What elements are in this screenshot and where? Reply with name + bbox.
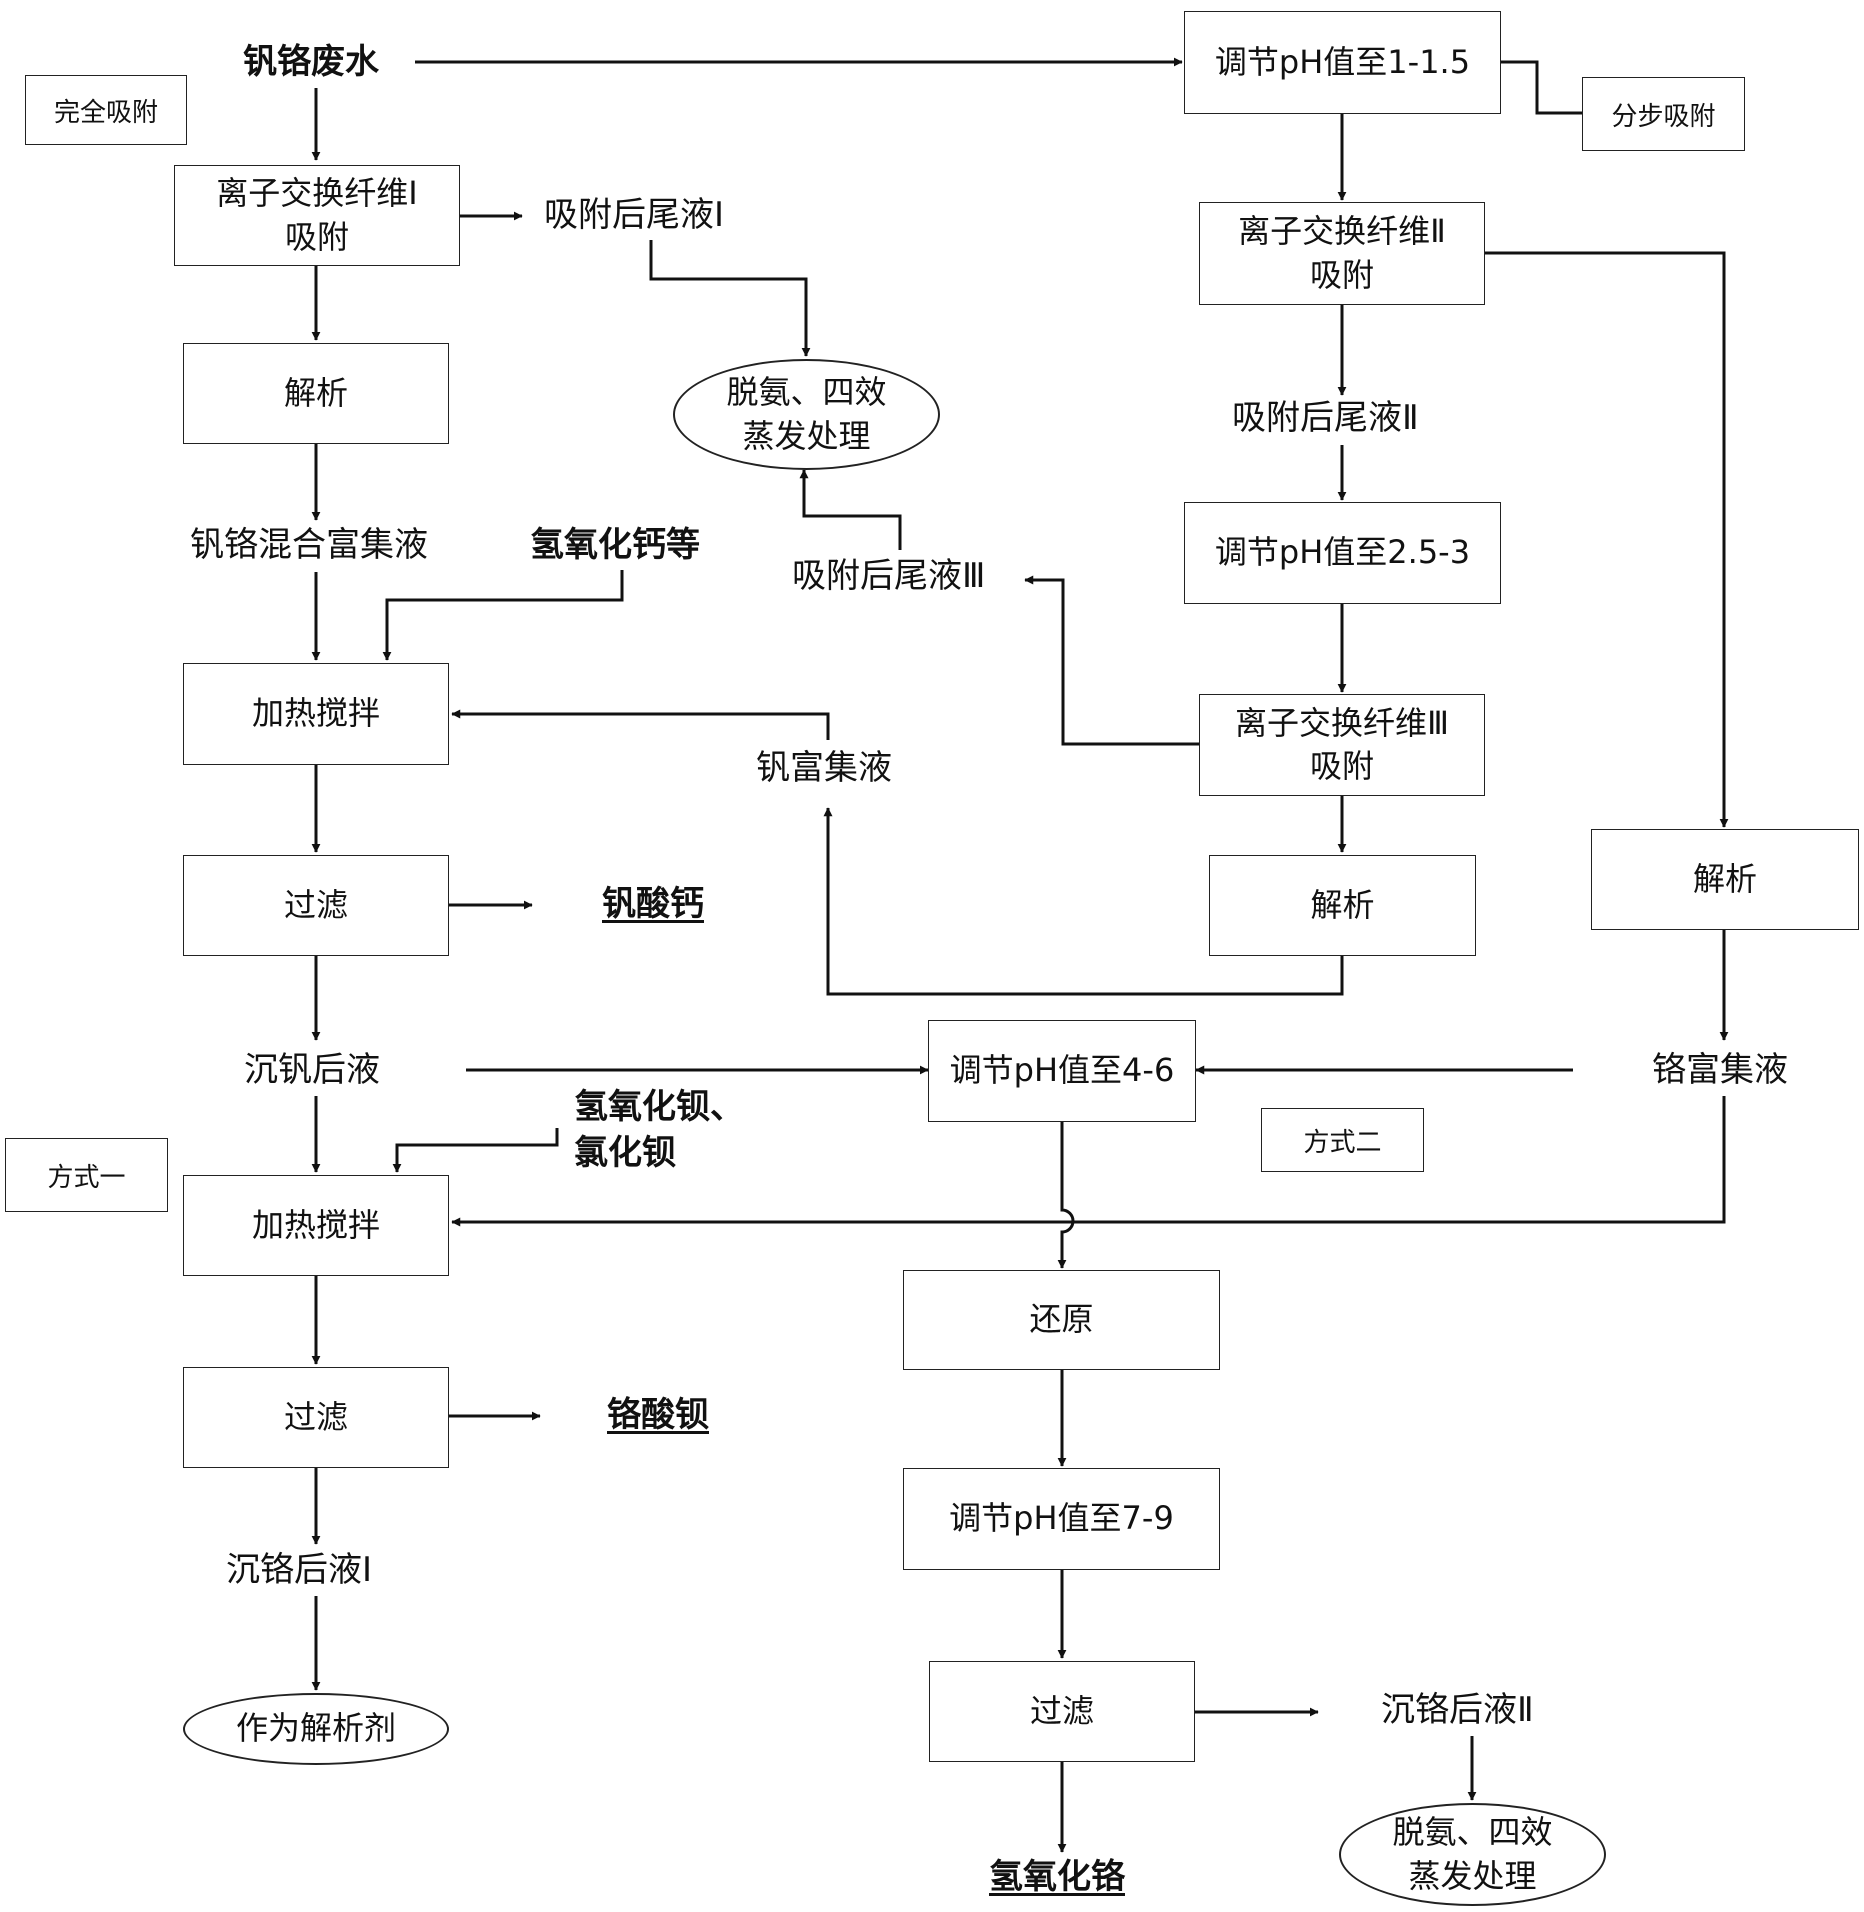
tag-method-one: 方式一 xyxy=(5,1138,168,1212)
arrow-ph3-to-reduce xyxy=(1057,1122,1075,1269)
deammoniation-ellipse-2: 脱氨、四效 蒸发处理 xyxy=(1339,1803,1606,1906)
barium-reagents-label: 氢氧化钡、 氯化钡 xyxy=(574,1087,744,1173)
arrow-fiber3-to-tail3 xyxy=(1024,575,1199,746)
arrow-tail3-to-treatment1 xyxy=(799,469,902,550)
desorb-2-box: 解析 xyxy=(1591,829,1859,930)
fiber-1-box: 离子交换纤维Ⅰ 吸附 xyxy=(174,165,460,266)
after-cr-precip-2-label: 沉铬后液Ⅱ xyxy=(1381,1690,1534,1730)
arrow-caoh-to-heat1 xyxy=(382,570,624,661)
filter-1-box: 过滤 xyxy=(183,855,449,956)
deammoniation-ellipse-1: 脱氨、四效 蒸发处理 xyxy=(673,359,940,470)
arrow-tail1-to-treatment1 xyxy=(649,240,811,357)
tag-method-two: 方式二 xyxy=(1261,1108,1424,1172)
arrow-fiber2-to-desorb2 xyxy=(1485,251,1729,828)
ph-1-box: 调节pH值至1-1.5 xyxy=(1184,11,1501,114)
fiber-2-box: 离子交换纤维Ⅱ 吸附 xyxy=(1199,202,1485,305)
heat-stir-2-box: 加热搅拌 xyxy=(183,1175,449,1276)
mixed-enriched-label: 钒铬混合富集液 xyxy=(190,525,428,565)
desorb-box: 解析 xyxy=(183,343,449,444)
tail-1-label: 吸附后尾液Ⅰ xyxy=(544,195,725,235)
cr-enriched-label: 铬富集液 xyxy=(1652,1050,1788,1090)
arrow-venriched-to-heat1 xyxy=(451,709,830,740)
desorb-3-box: 解析 xyxy=(1209,855,1476,956)
reduce-box: 还原 xyxy=(903,1270,1220,1370)
ph-4-box: 调节pH值至7-9 xyxy=(903,1468,1220,1570)
after-v-precip-label: 沉钒后液 xyxy=(244,1050,380,1090)
heat-stir-1-box: 加热搅拌 xyxy=(183,663,449,765)
tag-complete-adsorption: 完全吸附 xyxy=(25,75,187,145)
wastewater-label: 钒铬废水 xyxy=(243,42,379,82)
filter-3-box: 过滤 xyxy=(929,1661,1195,1762)
tag-stepwise-adsorption: 分步吸附 xyxy=(1582,77,1745,151)
arrow-desorb3-to-venriched xyxy=(823,807,1344,996)
tail-3-label: 吸附后尾液Ⅲ xyxy=(792,556,986,596)
after-cr-precip-1-label: 沉铬后液Ⅰ xyxy=(226,1550,373,1590)
connector-ph1-to-tag xyxy=(1500,60,1582,115)
fiber-3-box: 离子交换纤维Ⅲ 吸附 xyxy=(1199,694,1485,796)
chromium-hydroxide-product: 氢氧化铬 xyxy=(989,1857,1125,1897)
ph-2-box: 调节pH值至2.5-3 xyxy=(1184,502,1501,604)
arrow-crenriched-to-heat2 xyxy=(1073,1096,1726,1224)
tail-2-label: 吸附后尾液Ⅱ xyxy=(1232,398,1419,438)
barium-chromate-product: 铬酸钡 xyxy=(607,1395,709,1435)
as-desorbent-ellipse: 作为解析剂 xyxy=(183,1693,449,1765)
calcium-vanadate-product: 钒酸钙 xyxy=(602,884,704,924)
arrow-barium-to-heat2 xyxy=(392,1128,559,1173)
v-enriched-label: 钒富集液 xyxy=(756,748,892,788)
filter-2-box: 过滤 xyxy=(183,1367,449,1468)
ph-3-box: 调节pH值至4-6 xyxy=(928,1020,1196,1122)
calcium-hydroxide-label: 氢氧化钙等 xyxy=(530,525,700,565)
